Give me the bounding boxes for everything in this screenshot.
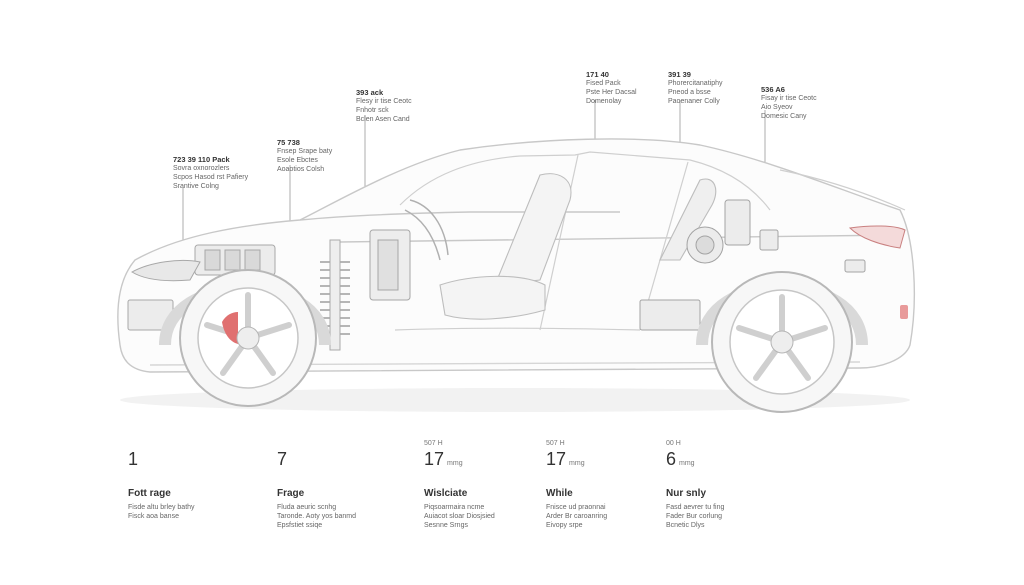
- stat-value: 7: [277, 449, 288, 469]
- callout-line: Sovra oxnorozlers: [173, 165, 230, 172]
- callout-line: Esole Ebctes: [277, 157, 318, 164]
- stat-desc-line: Sesnne Srngs: [424, 522, 468, 529]
- callout-line: Srantive Colng: [173, 183, 219, 190]
- stat-prefix: 507 H: [546, 440, 565, 447]
- callout-line: Fised Pack: [586, 80, 621, 87]
- pedal-assembly: [369, 229, 411, 301]
- tail-light: [848, 225, 906, 249]
- callout-front-module: 75 738 Fnsep Srape baty Esole Ebctes Aoa…: [277, 138, 332, 174]
- stat-desc-line: Fisck aoa banse: [128, 513, 179, 520]
- stat-prefix: 00 H: [666, 440, 681, 447]
- callout-title: 393 ack: [356, 88, 384, 97]
- stat-label: Fott rage: [128, 488, 171, 499]
- stat-desc-line: Fnisce ud praonnai: [546, 504, 606, 511]
- brake-caliper: [222, 312, 238, 344]
- stat-label: Nur snly: [666, 488, 707, 499]
- front-wheel: [159, 269, 331, 407]
- ground-shadow: [120, 388, 910, 412]
- stat-unit: mmg: [569, 460, 585, 467]
- stat-desc-line: Epsfstiet ssiqe: [277, 522, 323, 529]
- stat-desc-line: Arder Br caroanring: [546, 513, 608, 520]
- callout-line: Phorercitanatiphy: [668, 80, 723, 87]
- stat-value: 17: [424, 449, 445, 469]
- stat-value: 17: [546, 449, 567, 469]
- stat-value: 6: [666, 449, 677, 469]
- callout-cabin: 393 ack Flesy ir tise Ceotc Fnhotr sck B…: [356, 88, 412, 124]
- callout-line: Pneod a bsse: [668, 89, 711, 96]
- stat-prefix: [277, 440, 356, 449]
- front-motor: [127, 244, 276, 331]
- stat-desc-line: Fasd aevrer tu fing: [666, 504, 725, 511]
- stat-desc-line: Fluda aeuric scnhg: [277, 504, 337, 511]
- stat-value-row: 7: [277, 449, 356, 474]
- stat-desc: Fnisce ud praonnai Arder Br caroanring E…: [546, 503, 607, 530]
- callout-line: Fnhotr sck: [356, 107, 389, 114]
- callout-line: Fisay ir tise Ceotc: [761, 95, 817, 102]
- stat-desc-line: Piqsoarmaira ncme: [424, 504, 485, 511]
- stat-label: While: [546, 488, 573, 499]
- rear-motor: [639, 199, 866, 331]
- callout-title: 75 738: [277, 138, 300, 147]
- callout-title: 391 39: [668, 70, 691, 79]
- callout-line: Bclen Asen Cand: [356, 116, 410, 123]
- stat-value: 1: [128, 449, 139, 469]
- callout-line: Scpos Hasod rst Pafiery: [173, 174, 249, 181]
- callout-line: Aio Syeov: [761, 104, 793, 111]
- stat-desc: Fisde altu brley bathy Fisck aoa banse: [128, 503, 195, 521]
- stat-desc-line: Eivopy srpe: [546, 522, 583, 529]
- callout-rear-cabin: 391 39 Phorercitanatiphy Pneod a bsse Pa…: [668, 70, 722, 106]
- callout-roof-pack: 171 40 Fised Pack Pste Her Dacsal Domeno…: [586, 70, 637, 106]
- callout-line: Pste Her Dacsal: [586, 89, 637, 96]
- stat-prefix: 507 H: [424, 440, 443, 447]
- stat-desc: Piqsoarmaira ncme Auiacot sloar Diosjsie…: [424, 503, 495, 530]
- stat-value-row: 1: [128, 449, 195, 474]
- rear-reflector: [900, 305, 908, 319]
- steering-wheel: [404, 199, 449, 261]
- stat-prefix: [128, 440, 195, 449]
- stat-desc-line: Taronde. Aoty yos banmd: [277, 513, 356, 520]
- stat-2: 7 Frage Fluda aeuric scnhg Taronde. Aoty…: [277, 440, 356, 530]
- stat-desc-line: Fisde altu brley bathy: [128, 504, 195, 511]
- callout-line: Domesic Cany: [761, 113, 807, 120]
- stat-unit: mmg: [679, 460, 695, 467]
- callout-line: Domenolay: [586, 98, 622, 105]
- stat-desc-line: Fader Bur corlung: [666, 513, 723, 520]
- stat-unit: mmg: [447, 460, 463, 467]
- stat-desc-line: Auiacot sloar Diosjsied: [424, 513, 495, 520]
- stat-label: Wislciate: [424, 488, 468, 499]
- headlight: [131, 259, 201, 282]
- suspension-spring: [320, 239, 350, 351]
- callout-line: Fnsep Srape baty: [277, 148, 333, 155]
- callout-line: Paoenaner Colly: [668, 98, 720, 105]
- callout-battery-pack: 723 39 110 Pack Sovra oxnorozlers Scpos …: [173, 155, 248, 191]
- callout-line: Flesy ir tise Ceotc: [356, 98, 412, 105]
- rear-wheel: [696, 271, 868, 413]
- callout-rear-drive: 536 A6 Fisay ir tise Ceotc Aio Syeov Dom…: [761, 85, 817, 121]
- stat-desc-line: Bcnetic Dlys: [666, 522, 705, 529]
- stat-1: 1 Fott rage Fisde altu brley bathy Fisck…: [128, 440, 195, 521]
- stat-desc: Fluda aeuric scnhg Taronde. Aoty yos ban…: [277, 503, 356, 530]
- stat-label: Frage: [277, 488, 305, 499]
- callout-title: 536 A6: [761, 85, 785, 94]
- callout-title: 171 40: [586, 70, 609, 79]
- seat: [439, 173, 717, 320]
- callout-line: Aoaotios Colsh: [277, 166, 325, 173]
- stat-desc: Fasd aevrer tu fing Fader Bur corlung Bc…: [666, 503, 724, 530]
- callout-title: 723 39 110 Pack: [173, 155, 230, 164]
